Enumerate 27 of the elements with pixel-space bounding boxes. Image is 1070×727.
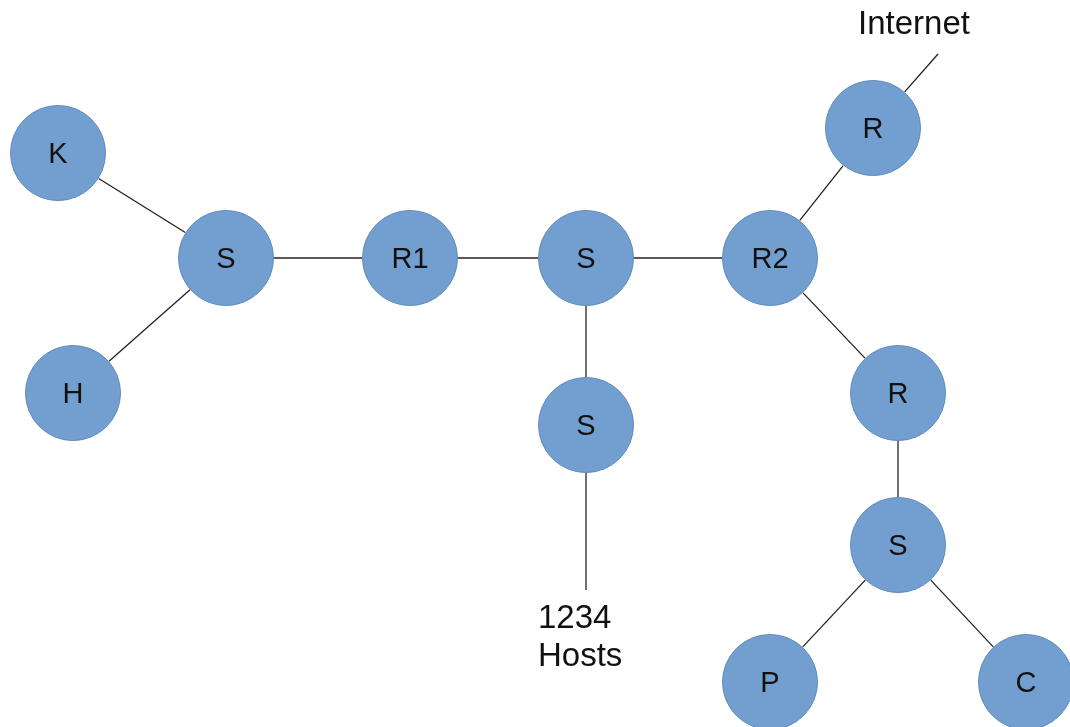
network-label: Internet bbox=[858, 4, 1008, 42]
connector-line bbox=[897, 440, 899, 498]
connector-line bbox=[799, 164, 844, 222]
network-node: C bbox=[978, 634, 1070, 727]
network-node: S bbox=[538, 210, 634, 306]
connector-line bbox=[457, 257, 539, 259]
network-node: S bbox=[850, 497, 946, 593]
network-node: R bbox=[825, 80, 921, 176]
network-node: K bbox=[10, 105, 106, 201]
connector-line bbox=[802, 292, 866, 359]
connector-line bbox=[273, 257, 363, 259]
connector-line bbox=[633, 257, 723, 259]
connector-line bbox=[904, 53, 939, 93]
network-node: S bbox=[178, 210, 274, 306]
network-node: R1 bbox=[362, 210, 458, 306]
connector-line bbox=[108, 289, 191, 362]
connector-line bbox=[930, 579, 994, 648]
network-node: H bbox=[25, 345, 121, 441]
network-node: P bbox=[722, 634, 818, 727]
connector-line bbox=[585, 305, 587, 378]
connector-line bbox=[98, 177, 186, 234]
network-node: R2 bbox=[722, 210, 818, 306]
network-label: 1234 Hosts bbox=[538, 598, 648, 674]
network-node: R bbox=[850, 345, 946, 441]
connector-line bbox=[802, 579, 866, 648]
connector-line bbox=[585, 472, 587, 591]
network-node: S bbox=[538, 377, 634, 473]
